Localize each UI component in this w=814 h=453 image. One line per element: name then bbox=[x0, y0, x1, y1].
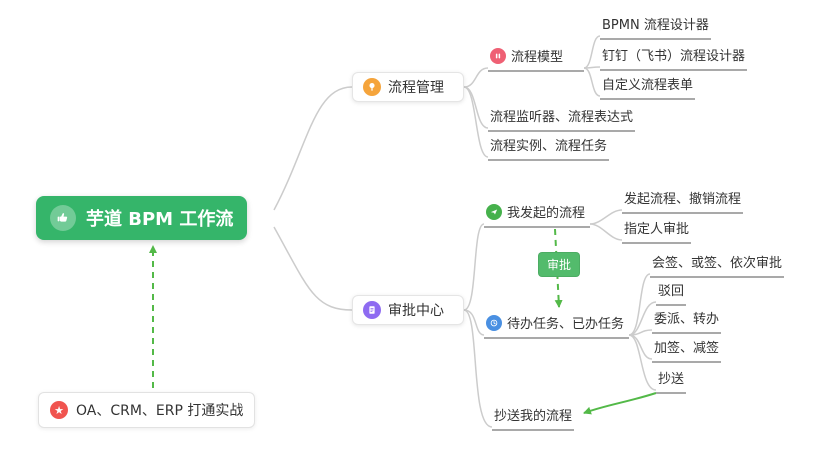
star-icon: ★ bbox=[50, 401, 68, 419]
node-reject[interactable]: 驳回 bbox=[656, 280, 687, 306]
node-label: 流程模型 bbox=[511, 50, 564, 65]
node-label: 加签、减签 bbox=[654, 341, 720, 356]
node-label: 流程管理 bbox=[388, 80, 444, 96]
node-cc-my-process[interactable]: 抄送我的流程 bbox=[492, 405, 575, 431]
node-add-reduce-sign[interactable]: 加签、减签 bbox=[652, 337, 722, 363]
root-label: 芋道 BPM 工作流 bbox=[86, 209, 234, 230]
node-label: 待办任务、已办任务 bbox=[507, 317, 625, 332]
node-custom-form[interactable]: 自定义流程表单 bbox=[600, 74, 696, 100]
node-label: BPMN 流程设计器 bbox=[602, 18, 709, 33]
node-listener-expression[interactable]: 流程监听器、流程表达式 bbox=[488, 106, 636, 132]
approval-tag[interactable]: 审批 bbox=[538, 252, 581, 277]
node-initiate-cancel[interactable]: 发起流程、撤销流程 bbox=[622, 188, 744, 214]
node-label: 会签、或签、依次审批 bbox=[652, 256, 783, 271]
initiated-to-todo-arrow bbox=[554, 228, 563, 308]
node-model[interactable]: 流程模型 bbox=[488, 46, 584, 72]
node-approval-center[interactable]: 审批中心 bbox=[352, 295, 464, 325]
node-label: 抄送 bbox=[658, 372, 685, 387]
node-instance-task[interactable]: 流程实例、流程任务 bbox=[488, 135, 610, 161]
node-label: 我发起的流程 bbox=[507, 206, 586, 221]
node-assignee-approval[interactable]: 指定人审批 bbox=[622, 218, 692, 244]
node-delegate-transfer[interactable]: 委派、转办 bbox=[652, 308, 722, 334]
node-label: 驳回 bbox=[658, 284, 685, 299]
node-label: 委派、转办 bbox=[654, 312, 720, 327]
root-node[interactable]: 芋道 BPM 工作流 bbox=[36, 196, 248, 240]
node-label: 钉钉（飞书）流程设计器 bbox=[602, 49, 746, 64]
node-bpmn-designer[interactable]: BPMN 流程设计器 bbox=[600, 14, 711, 40]
thumbs-up-icon bbox=[50, 205, 76, 231]
node-label: 发起流程、撤销流程 bbox=[624, 192, 742, 207]
clock-icon bbox=[486, 314, 502, 331]
node-label: OA、CRM、ERP 打通实战 bbox=[76, 403, 244, 419]
node-label: 自定义流程表单 bbox=[602, 78, 694, 93]
node-todo-done[interactable]: 待办任务、已办任务 bbox=[484, 313, 629, 339]
lightbulb-icon bbox=[363, 78, 381, 96]
star-glyph: ★ bbox=[54, 403, 64, 417]
paper-plane-icon bbox=[486, 203, 502, 220]
node-my-initiated[interactable]: 我发起的流程 bbox=[484, 202, 590, 228]
node-label: 流程实例、流程任务 bbox=[490, 139, 608, 154]
node-process-mgmt[interactable]: 流程管理 bbox=[352, 72, 464, 102]
clipboard-icon bbox=[363, 301, 381, 319]
node-dingtalk-designer[interactable]: 钉钉（飞书）流程设计器 bbox=[600, 45, 748, 71]
media-bars-icon bbox=[490, 47, 506, 64]
node-label: 审批中心 bbox=[388, 303, 444, 319]
node-cc[interactable]: 抄送 bbox=[656, 368, 687, 394]
node-countersign[interactable]: 会签、或签、依次审批 bbox=[650, 252, 785, 278]
cc-to-ccmy-arrow bbox=[583, 392, 657, 415]
node-label: 流程监听器、流程表达式 bbox=[490, 110, 634, 125]
node-practice[interactable]: ★ OA、CRM、ERP 打通实战 bbox=[38, 392, 256, 428]
node-label: 抄送我的流程 bbox=[494, 409, 573, 424]
node-label: 指定人审批 bbox=[624, 222, 690, 237]
